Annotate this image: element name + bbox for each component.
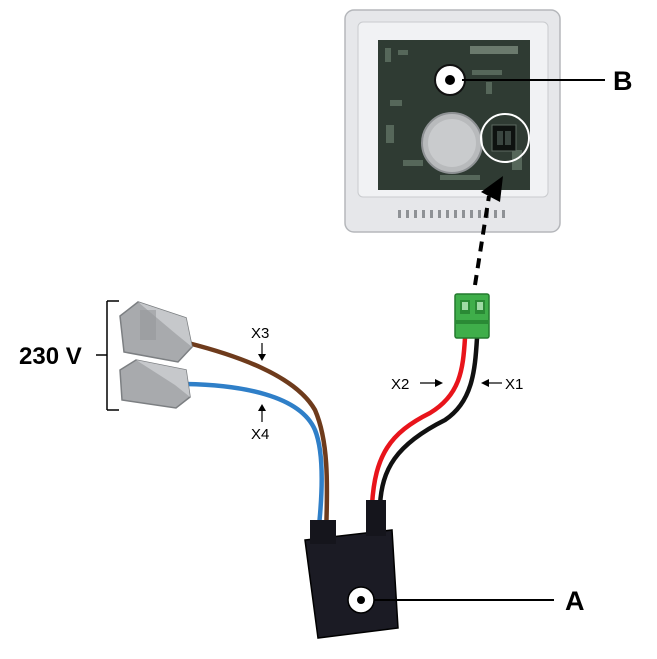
callout-label-a: A bbox=[565, 586, 585, 616]
wire-label-x2: X2 bbox=[391, 376, 409, 393]
pcb-socket bbox=[491, 124, 517, 152]
socket-highlight-circle bbox=[480, 113, 530, 163]
green-plug-connector bbox=[454, 293, 490, 339]
callout-label-b: B bbox=[613, 66, 633, 96]
wire-label-arrows bbox=[258, 343, 502, 422]
voltage-bracket bbox=[96, 300, 119, 411]
wire-x3-brown bbox=[187, 340, 330, 536]
socket-pin bbox=[505, 131, 511, 145]
wire-label-x1: X1 bbox=[505, 376, 523, 393]
power-module-body bbox=[304, 529, 399, 639]
pcb-mount-hole-center bbox=[445, 75, 455, 85]
wire-x2-red bbox=[369, 337, 468, 506]
thermostat-back-photo bbox=[344, 9, 605, 286]
socket-pin bbox=[497, 131, 503, 145]
connector-dashed-line bbox=[473, 195, 491, 286]
power-module bbox=[304, 500, 554, 639]
wire-label-x4: X4 bbox=[251, 426, 269, 443]
supply-connectors bbox=[119, 301, 193, 409]
wire-label-x3: X3 bbox=[251, 325, 269, 342]
wago-connector-lower bbox=[119, 359, 191, 409]
cable-gland bbox=[366, 500, 386, 536]
connector-arrowhead bbox=[481, 176, 503, 202]
wago-connector-upper bbox=[119, 301, 193, 363]
pcb-components bbox=[385, 46, 522, 180]
wire-x4-blue bbox=[185, 381, 324, 536]
module-mount-hole-center bbox=[357, 596, 365, 604]
wires bbox=[185, 337, 480, 536]
coin-battery-face bbox=[428, 119, 476, 167]
cable-gland bbox=[310, 520, 336, 544]
supply-voltage-label: 230 V bbox=[19, 343, 82, 370]
wire-x1-black bbox=[377, 337, 480, 506]
